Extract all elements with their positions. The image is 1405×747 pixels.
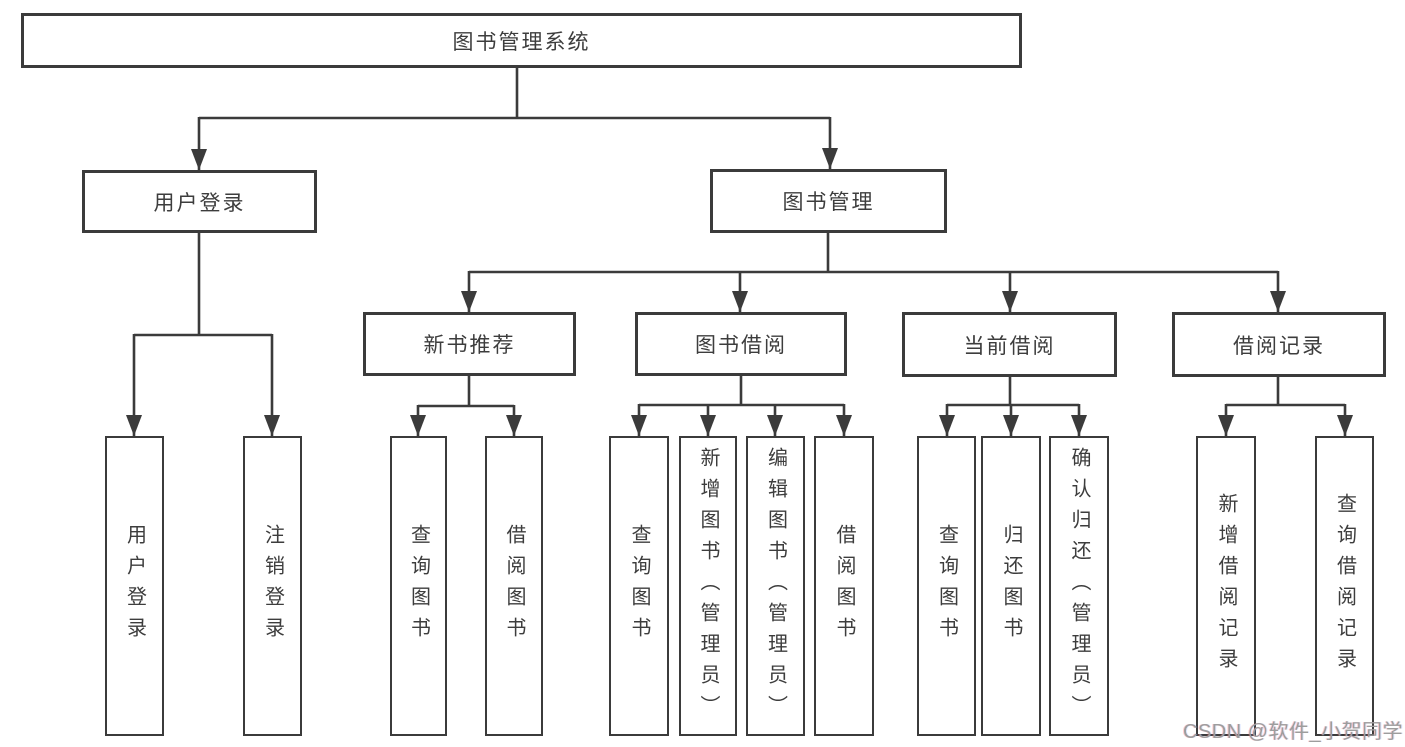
leaf-borrow-books-borrowing-label: 借阅图书 <box>833 524 855 648</box>
leaf-borrow-books-recommend-label: 借阅图书 <box>503 524 525 648</box>
leaf-return-books-label: 归还图书 <box>1000 524 1022 648</box>
leaf-query-borrow-record-label: 查询借阅记录 <box>1333 493 1356 679</box>
leaf-user-login: 用户登录 <box>105 436 164 736</box>
leaf-edit-books-admin-label: 编辑图书（管理员） <box>764 446 787 726</box>
node-borrowing-records: 借阅记录 <box>1172 312 1386 377</box>
node-root-label: 图书管理系统 <box>452 30 591 54</box>
node-current-borrowing: 当前借阅 <box>902 312 1117 377</box>
leaf-confirm-return-admin: 确认归还（管理员） <box>1049 436 1109 736</box>
leaf-user-login-label: 用户登录 <box>123 524 146 648</box>
node-book-borrowing-label: 图书借阅 <box>695 334 787 357</box>
leaf-logout-label: 注销登录 <box>261 524 284 648</box>
leaf-add-books-admin: 新增图书（管理员） <box>679 436 737 736</box>
node-borrowing-records-label: 借阅记录 <box>1233 334 1325 358</box>
leaf-query-books-borrowing: 查询图书 <box>609 436 669 736</box>
leaf-logout: 注销登录 <box>243 436 302 736</box>
leaf-query-books-recommend-label: 查询图书 <box>407 524 430 648</box>
leaf-query-books-borrowing-label: 查询图书 <box>628 524 650 648</box>
leaf-query-books-current-label: 查询图书 <box>935 524 958 648</box>
leaf-edit-books-admin: 编辑图书（管理员） <box>746 436 805 736</box>
node-new-book-recommendation-label: 新书推荐 <box>423 334 516 357</box>
leaf-add-borrow-record: 新增借阅记录 <box>1196 436 1256 736</box>
leaf-add-books-admin-label: 新增图书（管理员） <box>697 446 719 726</box>
node-book-borrowing: 图书借阅 <box>635 312 847 376</box>
leaf-query-books-current: 查询图书 <box>917 436 976 736</box>
node-book-management-label: 图书管理 <box>782 191 875 214</box>
leaf-add-borrow-record-label: 新增借阅记录 <box>1215 493 1237 679</box>
node-user-login-label: 用户登录 <box>153 191 246 215</box>
node-root: 图书管理系统 <box>21 13 1022 68</box>
leaf-borrow-books-recommend: 借阅图书 <box>485 436 543 736</box>
leaf-query-borrow-record: 查询借阅记录 <box>1315 436 1374 736</box>
leaf-borrow-books-borrowing: 借阅图书 <box>814 436 874 736</box>
node-new-book-recommendation: 新书推荐 <box>363 312 576 376</box>
leaf-confirm-return-admin-label: 确认归还（管理员） <box>1068 446 1090 726</box>
node-book-management: 图书管理 <box>710 169 947 233</box>
leaf-return-books: 归还图书 <box>981 436 1041 736</box>
watermark: CSDN @软件_小贺同学 <box>1183 721 1404 743</box>
node-current-borrowing-label: 当前借阅 <box>963 334 1056 358</box>
node-user-login: 用户登录 <box>82 170 317 233</box>
leaf-query-books-recommend: 查询图书 <box>390 436 447 736</box>
